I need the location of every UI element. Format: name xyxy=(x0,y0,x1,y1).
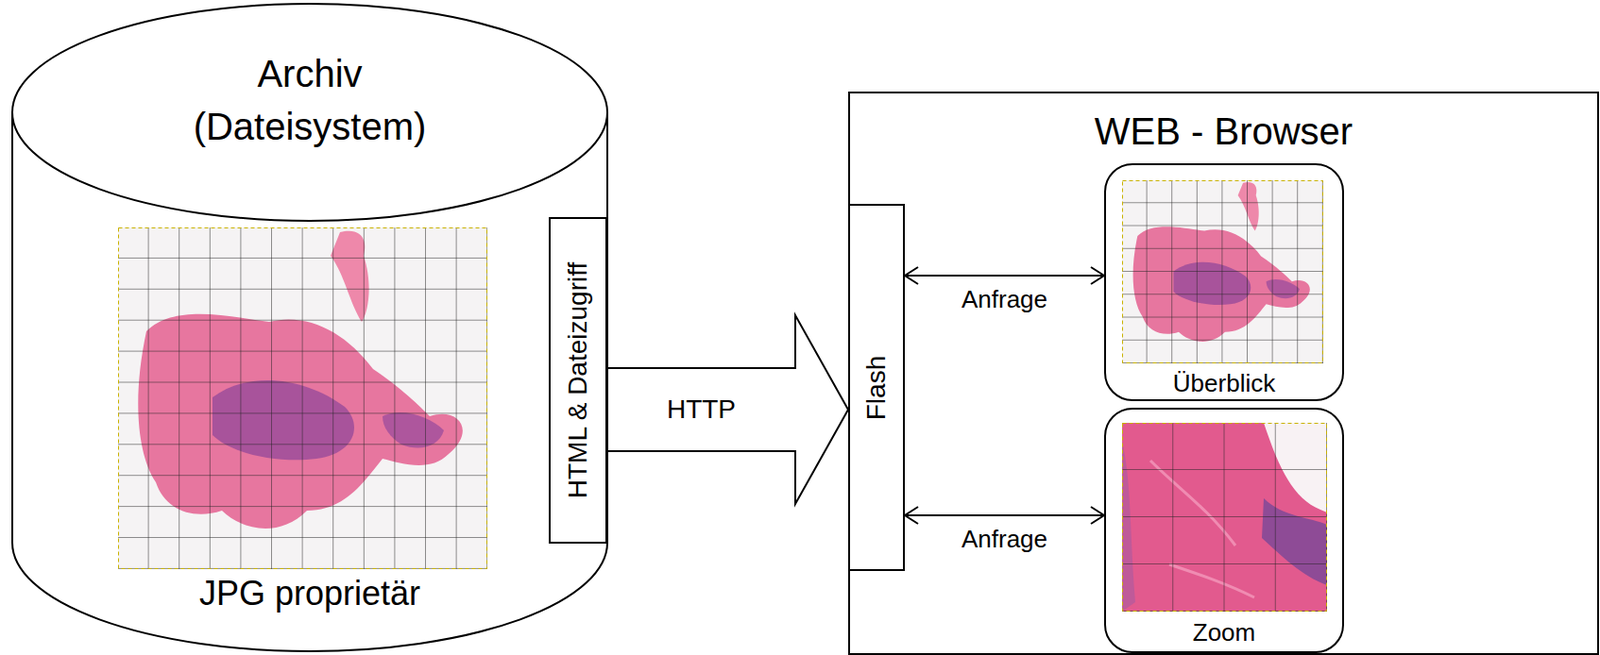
tissue-slide-image xyxy=(118,227,488,570)
slide-border xyxy=(1123,181,1324,364)
edge-label: Anfrage xyxy=(961,285,1048,315)
block-arrow xyxy=(607,315,849,505)
slide-background xyxy=(1122,180,1324,364)
box-label: HTML & Dateizugriff xyxy=(561,262,595,500)
view-label: Zoom xyxy=(1106,618,1343,647)
view-label: Überblick xyxy=(1106,369,1343,398)
slide-background xyxy=(1122,423,1328,613)
cylinder-outline xyxy=(10,1,610,654)
tile-grid xyxy=(118,227,488,570)
box-title: WEB - Browser xyxy=(850,108,1598,154)
slide-background xyxy=(118,227,488,570)
cylinder-outline-path xyxy=(12,3,608,652)
view-box: Zoom xyxy=(1104,408,1345,654)
slide-border xyxy=(1123,424,1328,613)
archive-cylinder: Archiv (Dateisystem) JPG proprietär HTML &… xyxy=(10,1,610,654)
view-box: Überblick xyxy=(1104,163,1345,402)
zoom-image xyxy=(1122,423,1328,613)
double-arrow xyxy=(904,507,1105,525)
browser-box: WEB - BrowserFlash ÜberblickZoom xyxy=(848,91,1600,655)
image-caption: JPG proprietär xyxy=(10,574,610,614)
block-arrow-shape xyxy=(607,315,849,505)
cylinder-title: Archiv (Dateisystem) xyxy=(158,47,461,154)
double-arrow xyxy=(904,267,1105,285)
slide-border xyxy=(119,228,488,570)
tile-grid xyxy=(1122,180,1324,364)
arrow-line xyxy=(904,267,1105,285)
edge-label: HTTP xyxy=(663,393,740,426)
edge-label: Anfrage xyxy=(961,525,1048,555)
interface-box: HTML & Dateizugriff xyxy=(548,217,608,545)
overview-image xyxy=(1122,180,1324,364)
tissue-zoomed xyxy=(1122,423,1328,613)
arrow-line xyxy=(904,507,1105,525)
box-label: Flash xyxy=(860,355,893,420)
tile-grid xyxy=(1122,423,1328,613)
plugin-box: Flash xyxy=(848,204,905,572)
